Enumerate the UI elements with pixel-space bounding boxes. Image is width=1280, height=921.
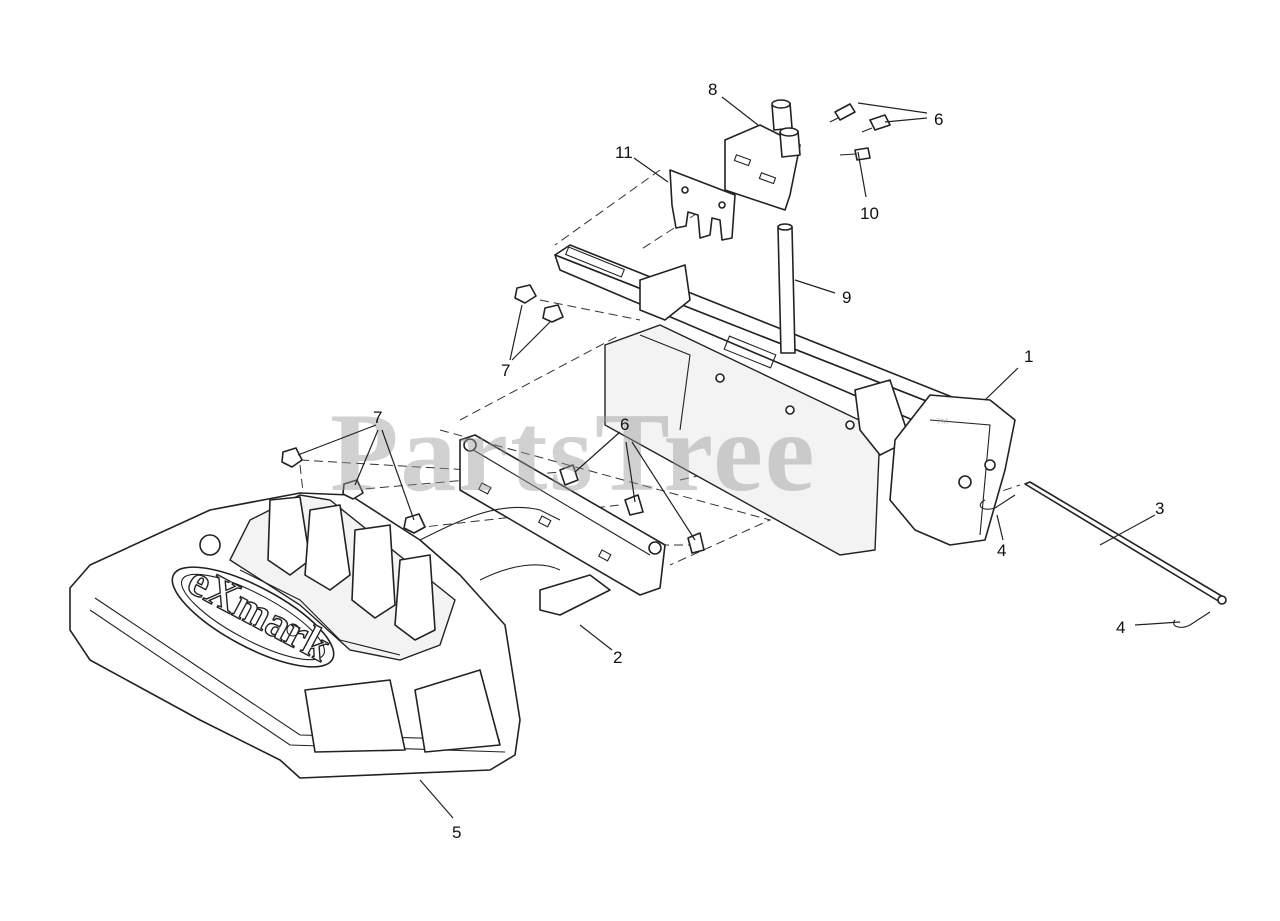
callout-5: 5 (452, 823, 461, 842)
deck-shroud-part-5: eXmark (69, 492, 521, 779)
callout-1: 1 (1024, 347, 1033, 366)
callout-6a: 6 (934, 110, 943, 129)
callout-2: 2 (613, 648, 622, 667)
rod-part-9 (777, 223, 796, 354)
callout-9: 9 (842, 288, 851, 307)
callout-6b: 6 (620, 415, 629, 434)
callout-7a: 7 (501, 361, 510, 380)
callout-4a: 4 (997, 541, 1006, 560)
callout-8: 8 (708, 80, 717, 99)
bolts-part-6-upper (829, 103, 891, 133)
callout-11: 11 (615, 143, 633, 162)
watermark-tm: ™ (935, 415, 949, 431)
bracket-part-2 (419, 434, 666, 616)
callout-7b: 7 (373, 408, 382, 427)
callout-10: 10 (860, 204, 879, 223)
callout-labels: 1 2 3 4 4 5 6 6 7 7 8 9 10 11 (373, 80, 1164, 842)
watermark-text: PartsTree (330, 391, 817, 515)
bolt-part-10 (839, 147, 871, 161)
nuts-part-7-upper (514, 284, 564, 323)
nuts-part-7-lower (281, 447, 426, 534)
bracket-part-8 (724, 99, 801, 211)
callout-3: 3 (1155, 499, 1164, 518)
callout-leaders (297, 96, 1181, 819)
watermark: PartsTree ™ (330, 391, 949, 515)
clip-part-4b (1173, 611, 1211, 628)
bolts-part-6-lower (559, 464, 705, 554)
clip-part-4a (979, 494, 1016, 510)
plate-part-11 (669, 169, 736, 241)
pin-part-3 (1024, 481, 1227, 605)
callout-4b: 4 (1116, 618, 1125, 637)
